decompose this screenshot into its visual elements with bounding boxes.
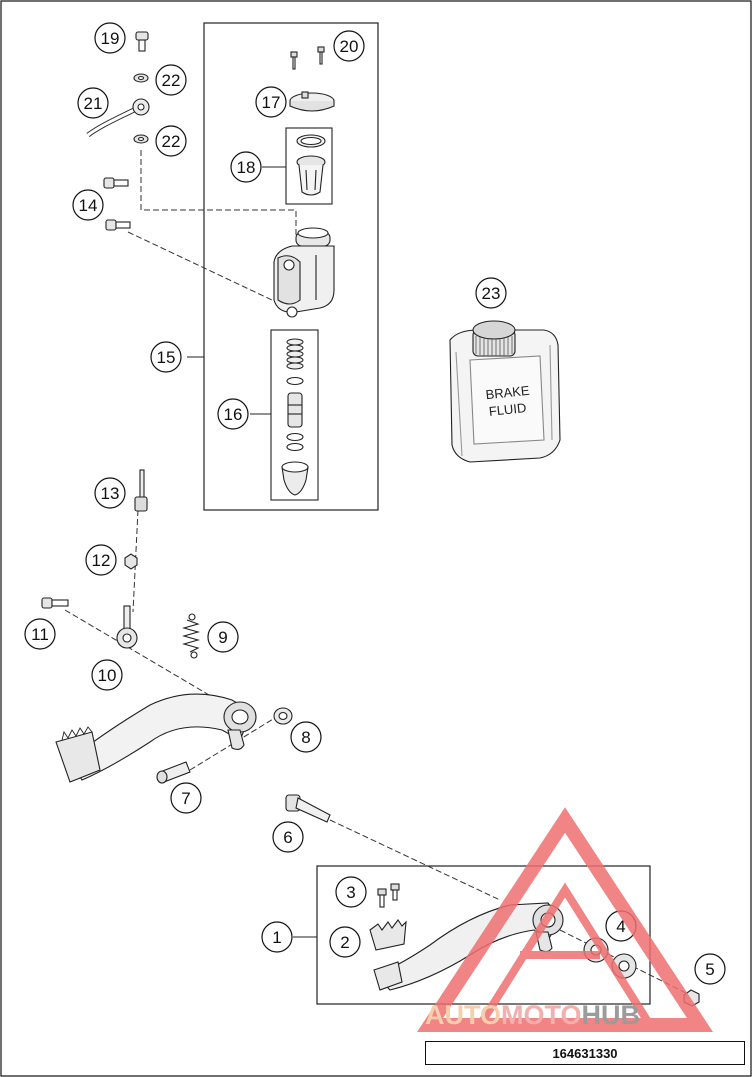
- watermark-part2: MOTO: [501, 1000, 582, 1030]
- part-14-bolt-upper: [103, 177, 129, 189]
- callout-label: 3: [346, 883, 355, 902]
- callout-label: 18: [237, 158, 256, 177]
- callout-11: 11: [24, 618, 56, 650]
- callout-label: 2: [340, 933, 349, 952]
- callout-16: 16: [217, 398, 249, 430]
- callout-label: 8: [301, 728, 310, 747]
- group-box-piston-kit: [270, 329, 319, 501]
- svg-text:AUTOMOTOHUB: AUTOMOTOHUB: [425, 1000, 640, 1030]
- callout-label: 13: [101, 484, 120, 503]
- callout-13: 13: [94, 477, 126, 509]
- bottle-label-line1: BRAKE: [485, 383, 531, 403]
- callout-22-top: 22: [155, 64, 187, 96]
- callout-label: 11: [31, 625, 49, 644]
- callout-6: 6: [272, 821, 304, 853]
- callout-5: 5: [694, 953, 726, 985]
- callout-label: 16: [224, 405, 243, 424]
- callout-label: 12: [92, 551, 111, 570]
- callout-label: 6: [283, 828, 292, 847]
- part-12-nut: [124, 553, 138, 570]
- group-box-reservoir-filter: [285, 127, 333, 205]
- part-19-bolt: [135, 31, 149, 52]
- watermark-part1: AUTO: [425, 1000, 501, 1030]
- callouts: 1 2 3 4 5 6 7 8 9 10 11 12 13 14 15 16 1…: [24, 22, 726, 985]
- group-box-master-cylinder: [203, 22, 379, 511]
- part-15-master-cylinder: [273, 227, 335, 318]
- callout-label: 10: [98, 666, 117, 685]
- part-3-screws: [377, 883, 400, 908]
- callout-18: 18: [230, 151, 262, 183]
- part-16-piston-kit: [281, 338, 309, 496]
- callout-label: 9: [218, 628, 227, 647]
- callout-15: 15: [150, 341, 182, 373]
- callout-label: 19: [101, 29, 120, 48]
- callout-label: 1: [272, 928, 281, 947]
- part-11-bolt: [41, 597, 69, 609]
- callout-label: 21: [84, 94, 103, 113]
- part-6-pivot-bolt: [285, 794, 331, 823]
- part-brake-pedal-left: [55, 693, 257, 783]
- group-box-brake-pedal-kit: [316, 865, 651, 1005]
- part-7-pin: [156, 761, 191, 784]
- parts: [41, 31, 700, 1007]
- callout-label: 5: [705, 960, 714, 979]
- part-8-bushing: [273, 707, 293, 725]
- leader-lines: [187, 166, 317, 938]
- watermark-part3: HUB: [582, 1000, 641, 1030]
- part-17-reservoir-cap: [289, 91, 335, 112]
- callout-21: 21: [77, 87, 109, 119]
- watermark-logo: AUTOMOTOHUB: [417, 807, 713, 1032]
- callout-9: 9: [207, 621, 239, 653]
- callout-8: 8: [290, 721, 322, 753]
- callout-label: 17: [262, 93, 281, 112]
- callout-2: 2: [329, 926, 361, 958]
- callout-label: 7: [181, 789, 190, 808]
- callout-label: 22: [162, 71, 181, 90]
- callout-12: 12: [85, 544, 117, 576]
- callout-3: 3: [335, 876, 367, 908]
- part-20-screws: [290, 46, 325, 70]
- bottle-label-line2: FLUID: [488, 400, 527, 419]
- callout-22-bottom: 22: [155, 125, 187, 157]
- part-10-rod-end: [116, 605, 138, 649]
- callout-label: 22: [162, 132, 181, 151]
- callout-23: 23: [475, 277, 507, 309]
- callout-20: 20: [333, 30, 365, 62]
- part-23-brake-fluid-bottle: [449, 320, 561, 463]
- drawing-id-box: 164631330: [425, 1041, 745, 1065]
- drawing-id: 164631330: [552, 1045, 618, 1061]
- part-2-step-plate: [369, 919, 407, 951]
- part-9-return-spring: [181, 613, 201, 659]
- callout-7: 7: [170, 782, 202, 814]
- bottle-label: BRAKE FLUID: [485, 383, 531, 419]
- callout-14: 14: [72, 189, 104, 221]
- part-18-filter: [296, 134, 326, 196]
- callout-label: 20: [340, 37, 359, 56]
- callout-10: 10: [91, 659, 123, 691]
- callout-label: 23: [482, 284, 501, 303]
- callout-label: 4: [616, 917, 625, 936]
- callout-19: 19: [94, 22, 126, 54]
- callout-label: 14: [79, 196, 98, 215]
- callout-1: 1: [261, 921, 293, 953]
- callout-label: 15: [157, 348, 176, 367]
- part-13-push-rod: [134, 469, 148, 512]
- callout-17: 17: [255, 86, 287, 118]
- part-21-brake-hose: [86, 98, 150, 138]
- part-14-bolt-lower: [105, 219, 131, 231]
